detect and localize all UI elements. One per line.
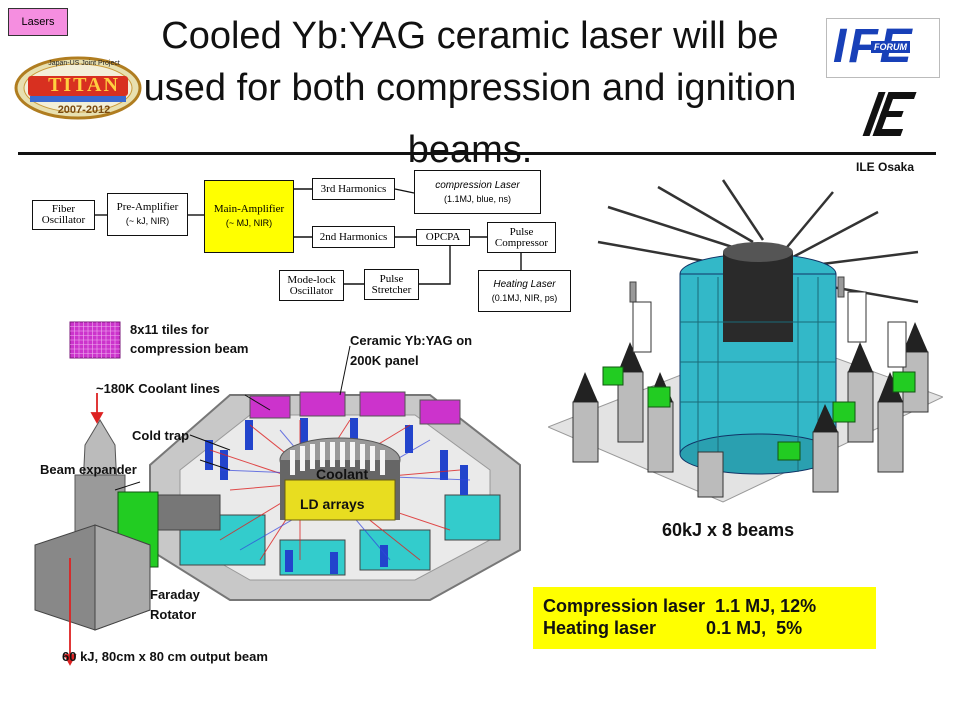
main-amplifier-box: Main-Amplifier (~ MJ, NIR) — [204, 180, 294, 253]
titan-logo — [8, 50, 158, 125]
title-line-3: beams. — [407, 129, 533, 171]
compression-laser-sub: (1.1MJ, blue, ns) — [443, 193, 512, 204]
section-tag: Lasers — [8, 8, 68, 36]
ile-emblem — [848, 88, 918, 148]
main-amplifier-label: Main-Amplifier — [213, 203, 285, 215]
pre-amplifier-label: Pre-Amplifier — [116, 201, 179, 213]
beam-expander-label: Beam expander — [40, 462, 137, 477]
summary-compression-row: Compression laser 1.1 MJ, 12% — [543, 596, 817, 616]
mode-lock-line-2: Oscillator — [289, 284, 334, 297]
heating-laser-label: Heating Laser — [493, 278, 556, 290]
pulse-compressor-box: Pulse Compressor — [487, 222, 556, 253]
tile-grid-icon — [69, 321, 121, 359]
slide-title: Cooled Yb:YAG ceramic laser will be used… — [130, 10, 810, 176]
pre-amplifier-box: Pre-Amplifier (~ kJ, NIR) — [107, 193, 188, 236]
ceramic-label-1: Ceramic Yb:YAG on — [350, 333, 473, 348]
faraday-label-1: Faraday — [150, 587, 200, 602]
titan-logo-top: Japan-US Joint Project — [48, 60, 120, 67]
pulse-compressor-line-1: Pulse — [509, 225, 534, 238]
chamber-3d-illustration — [548, 179, 943, 503]
pre-amplifier-sub: (~ kJ, NIR) — [125, 216, 170, 226]
laser-system-illustration — [34, 321, 521, 666]
faraday-label-2: Rotator — [150, 607, 197, 622]
cold-trap-label: Cold trap — [132, 428, 190, 443]
ife-forum-logo: IFE FORUM — [826, 18, 940, 78]
summary-heating-row: Heating laser 0.1 MJ, 5% — [543, 618, 803, 638]
mode-lock-line-1: Mode-lock — [287, 273, 336, 286]
title-divider — [18, 152, 936, 155]
mode-lock-oscillator-box: Mode-lock Oscillator — [279, 270, 344, 301]
titan-logo-name: TITAN — [48, 74, 120, 96]
third-harmonics-box: 3rd Harmonics — [312, 178, 395, 200]
beams-caption: 60kJ x 8 beams — [662, 520, 795, 540]
pulse-stretcher-line-1: Pulse — [379, 272, 404, 285]
ife-logo-sub: FORUM — [871, 41, 910, 53]
pulse-stretcher-line-2: Stretcher — [371, 283, 412, 296]
organization-label: ILE Osaka — [856, 160, 915, 174]
title-line-2: used for both compression and ignition — [143, 67, 797, 109]
opcpa-label: OPCPA — [425, 231, 461, 243]
second-harmonics-box: 2nd Harmonics — [312, 226, 395, 248]
tiles-label-2: compression beam — [130, 341, 249, 356]
heating-laser-box: Heating Laser (0.1MJ, NIR, ps) — [478, 270, 571, 312]
title-line-1: Cooled Yb:YAG ceramic laser will be — [161, 15, 779, 57]
pulse-stretcher-box: Pulse Stretcher — [364, 269, 419, 300]
fiber-oscillator-line-1: Fiber — [51, 203, 76, 215]
second-harmonics-label: 2nd Harmonics — [319, 230, 388, 243]
fiber-oscillator-box: Fiber Oscillator — [32, 200, 95, 230]
coolant-lines-label: ~180K Coolant lines — [96, 381, 220, 396]
ld-arrays-label: LD arrays — [300, 496, 365, 512]
tiles-label-1: 8x11 tiles for — [130, 322, 209, 337]
opcpa-box: OPCPA — [416, 229, 470, 246]
coolant-label: Coolant — [316, 466, 369, 482]
ceramic-label-2: 200K panel — [350, 353, 419, 368]
energy-summary-box: Compression laser 1.1 MJ, 12% Heating la… — [533, 587, 876, 649]
heating-laser-sub: (0.1MJ, NIR, ps) — [491, 292, 558, 303]
pulse-compressor-line-2: Compressor — [494, 236, 549, 249]
output-beam-label: 60 kJ, 80cm x 80 cm output beam — [62, 649, 268, 664]
main-amplifier-sub: (~ MJ, NIR) — [225, 218, 273, 228]
titan-logo-years: 2007-2012 — [57, 104, 111, 116]
compression-laser-box: compression Laser (1.1MJ, blue, ns) — [414, 170, 541, 214]
third-harmonics-label: 3rd Harmonics — [320, 182, 387, 195]
compression-laser-label: compression Laser — [435, 179, 520, 191]
fiber-oscillator-line-2: Oscillator — [41, 214, 86, 226]
